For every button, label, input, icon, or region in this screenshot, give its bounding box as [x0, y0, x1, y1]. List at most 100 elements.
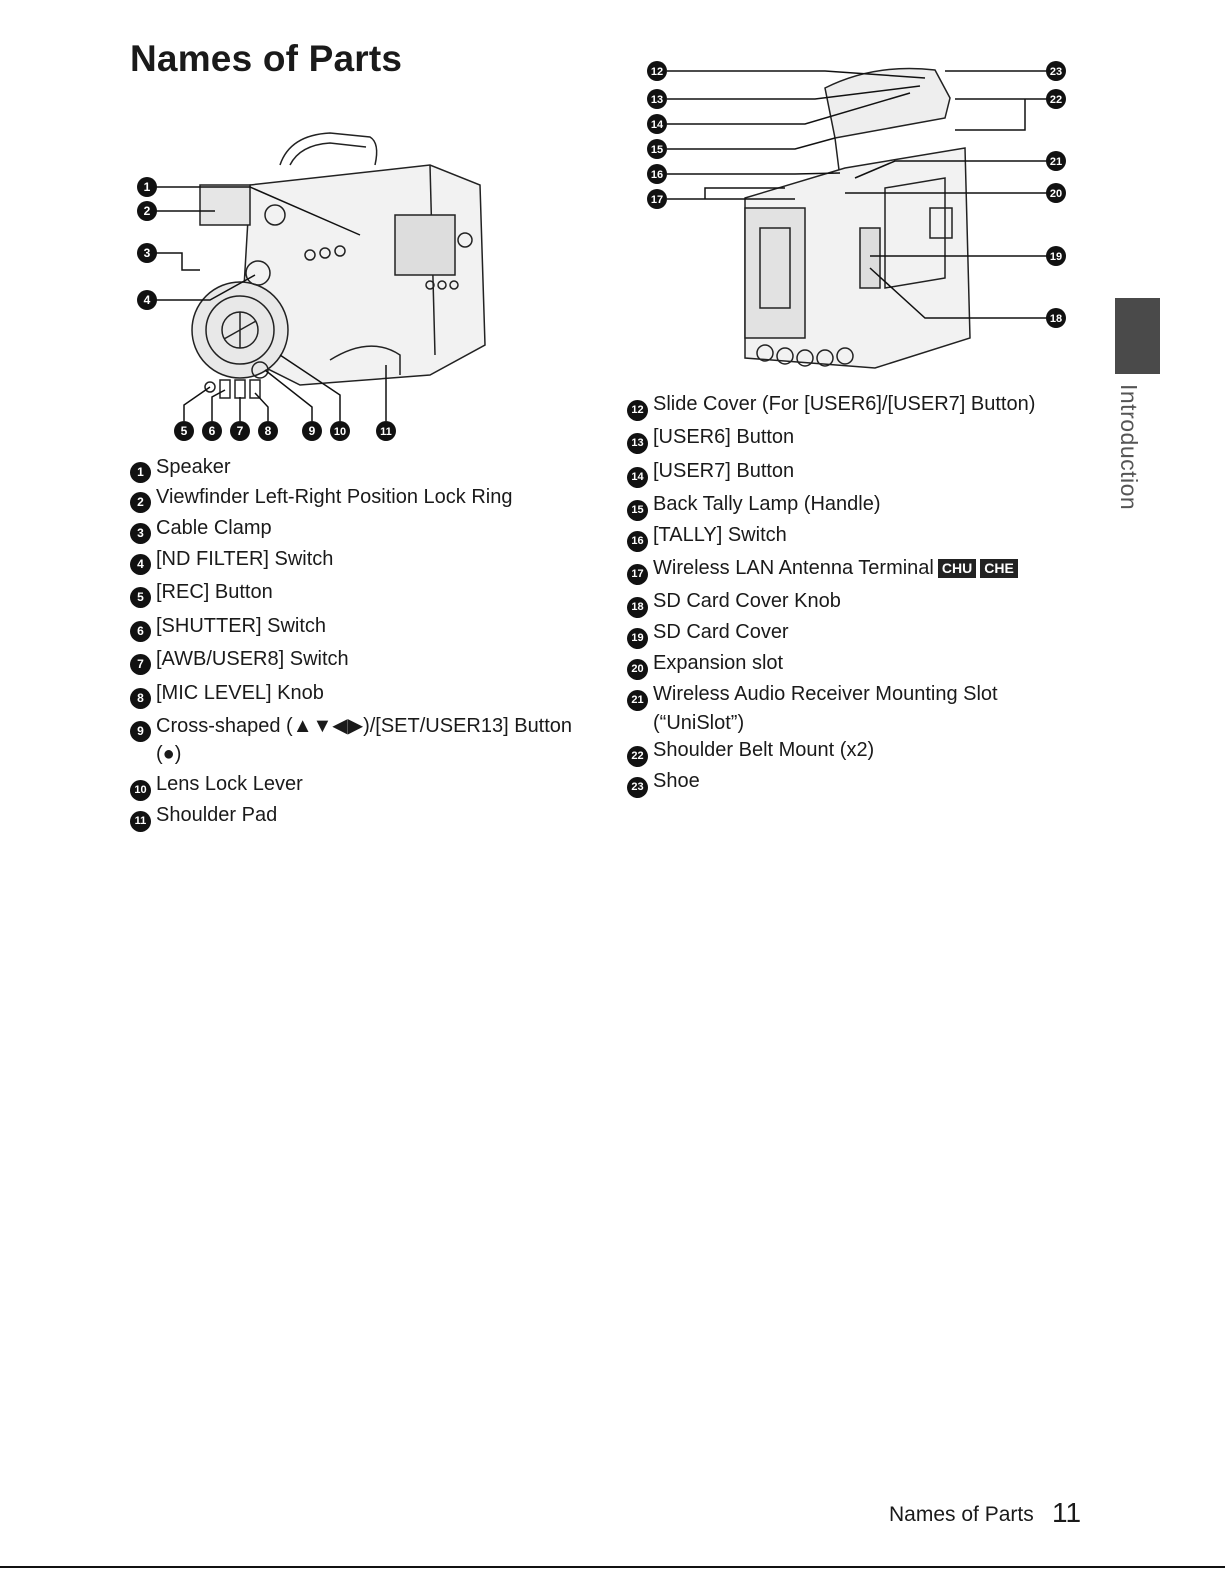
item-number: 5	[130, 587, 151, 608]
svg-text:9: 9	[309, 424, 316, 438]
svg-text:1: 1	[144, 180, 151, 194]
callout-10: 10	[330, 421, 350, 441]
item-number: 21	[627, 690, 648, 711]
camera-front-figure: 1 2 3 4 5 6 7 8 9 10 11	[130, 125, 510, 445]
callout-12: 12	[647, 61, 667, 81]
svg-text:3: 3	[144, 246, 151, 260]
item-number: 3	[130, 523, 151, 544]
item-label: Shoe	[653, 770, 700, 792]
item-number: 15	[627, 500, 648, 521]
item-number: 20	[627, 659, 648, 680]
callout-13: 13	[647, 89, 667, 109]
item-number: 11	[130, 811, 151, 832]
svg-text:17: 17	[651, 194, 663, 206]
callout-1: 1	[137, 177, 157, 197]
item-label: [TALLY] Switch	[653, 524, 787, 546]
list-item: 7[AWB/USER8] Switch	[130, 647, 349, 675]
svg-text:16: 16	[651, 169, 663, 181]
svg-text:6: 6	[209, 424, 216, 438]
callout-20: 20	[1046, 183, 1066, 203]
svg-text:15: 15	[651, 144, 663, 156]
item-label: Expansion slot	[653, 652, 783, 674]
list-item: 18SD Card Cover Knob	[627, 589, 841, 618]
item-number: 10	[130, 780, 151, 801]
svg-text:12: 12	[651, 66, 663, 78]
item-number: 17	[627, 564, 648, 585]
item-number: 16	[627, 531, 648, 552]
item-label: [MIC LEVEL] Knob	[156, 682, 324, 704]
callout-6: 6	[202, 421, 222, 441]
svg-text:4: 4	[144, 293, 151, 307]
section-tab-marker	[1115, 298, 1160, 374]
item-label: [USER6] Button	[653, 426, 794, 448]
callout-5: 5	[174, 421, 194, 441]
item-label: Back Tally Lamp (Handle)	[653, 493, 881, 515]
item-number: 22	[627, 746, 648, 767]
camera-rear-figure: 12 13 14 15 16 17 18 19 20 21 22 23	[645, 58, 1075, 380]
item-label: [ND FILTER] Switch	[156, 548, 333, 570]
camera-front-illustration	[192, 133, 485, 398]
callout-11: 11	[376, 421, 396, 441]
item-label: Speaker	[156, 456, 231, 478]
callout-9: 9	[302, 421, 322, 441]
callout-3: 3	[137, 243, 157, 263]
callout-7: 7	[230, 421, 250, 441]
item-label: [SHUTTER] Switch	[156, 615, 326, 637]
list-item: 16[TALLY] Switch	[627, 523, 787, 552]
item-label: [REC] Button	[156, 581, 273, 603]
callout-16: 16	[647, 164, 667, 184]
item-label: Shoulder Pad	[156, 804, 277, 826]
item-number: 12	[627, 400, 648, 421]
svg-text:19: 19	[1050, 251, 1062, 263]
svg-text:13: 13	[651, 94, 663, 106]
item-label: Wireless LAN Antenna Terminal	[653, 557, 934, 579]
list-item: 1Speaker	[130, 455, 231, 483]
item-label: Cross-shaped (▲▼◀▶)/[SET/USER13] Button	[156, 715, 572, 737]
item-number: 7	[130, 654, 151, 675]
page-number: 11	[1052, 1497, 1081, 1529]
svg-text:14: 14	[651, 119, 664, 131]
callout-19: 19	[1046, 246, 1066, 266]
item-label: Slide Cover (For [USER6]/[USER7] Button)	[653, 393, 1035, 415]
item-label: Wireless Audio Receiver Mounting Slot	[653, 683, 998, 705]
item-label: Lens Lock Lever	[156, 773, 303, 795]
parts-list-right: 12Slide Cover (For [USER6]/[USER7] Butto…	[627, 392, 1067, 802]
list-item: 14[USER7] Button	[627, 459, 794, 488]
svg-text:8: 8	[265, 424, 272, 438]
item-number: 1	[130, 462, 151, 483]
item-number: 4	[130, 554, 151, 575]
item-label: [USER7] Button	[653, 460, 794, 482]
svg-text:11: 11	[380, 426, 392, 438]
item-number: 13	[627, 433, 648, 454]
svg-text:21: 21	[1050, 156, 1062, 168]
svg-text:22: 22	[1050, 94, 1062, 106]
camera-rear-illustration	[745, 68, 970, 368]
item-number: 14	[627, 467, 648, 488]
callout-18: 18	[1046, 308, 1066, 328]
item-number: 8	[130, 688, 151, 709]
item-label: Viewfinder Left-Right Position Lock Ring	[156, 486, 512, 508]
callout-15: 15	[647, 139, 667, 159]
item-number: 23	[627, 777, 648, 798]
callout-2: 2	[137, 201, 157, 221]
list-item: 11Shoulder Pad	[130, 803, 277, 832]
list-item: 6[SHUTTER] Switch	[130, 614, 326, 642]
section-tab-label: Introduction	[1112, 384, 1142, 534]
item-label: SD Card Cover	[653, 621, 789, 643]
svg-text:23: 23	[1050, 66, 1062, 78]
svg-text:5: 5	[181, 424, 188, 438]
callout-17: 17	[647, 189, 667, 209]
item-label: Shoulder Belt Mount (x2)	[653, 739, 874, 761]
item-label-continued: (“UniSlot”)	[653, 711, 744, 735]
footer-section-name: Names of Parts	[889, 1503, 1034, 1527]
item-number: 9	[130, 721, 151, 742]
item-label: Cable Clamp	[156, 517, 272, 539]
